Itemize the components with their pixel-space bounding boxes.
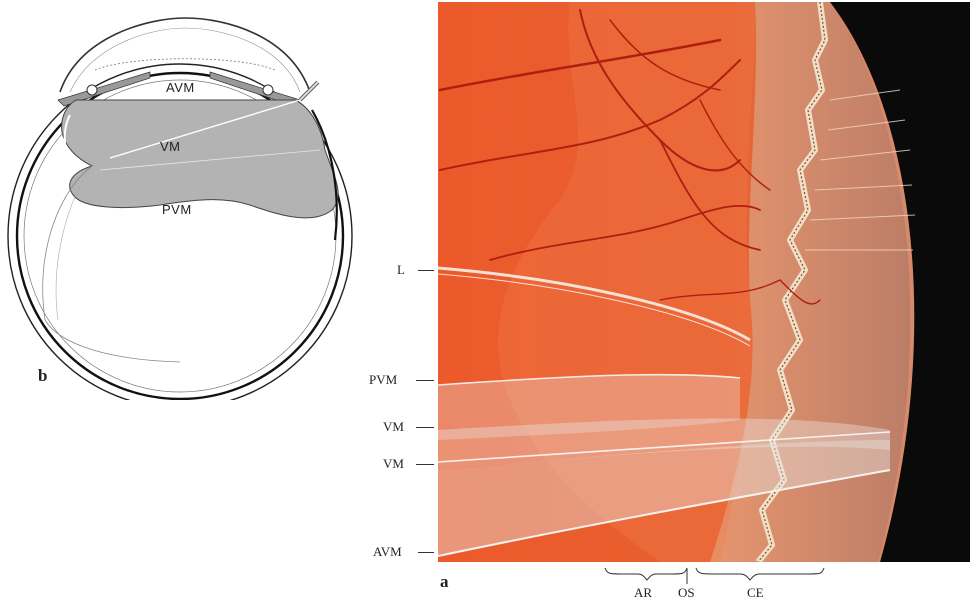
tick-pvm	[416, 380, 434, 381]
label-ar: AR	[634, 585, 652, 601]
eye-cross-section-diagram	[0, 0, 360, 400]
label-vm-a-2: VM	[383, 456, 404, 472]
label-pvm-a: PVM	[369, 372, 397, 388]
label-avm-a: AVM	[373, 544, 402, 560]
bottom-brackets	[360, 564, 970, 604]
tick-vm-2	[416, 464, 434, 465]
bracket-ar	[605, 568, 687, 580]
fundus-illustration	[360, 0, 970, 604]
panel-letter-b: b	[38, 366, 47, 386]
label-avm-b: AVM	[166, 80, 195, 95]
label-vm-a-1: VM	[383, 419, 404, 435]
eye-cross-section-panel: AVM VM PVM b	[0, 0, 360, 400]
fundus-illustration-panel: L PVM VM VM AVM a AR OS CE	[360, 0, 970, 604]
tick-l	[418, 270, 434, 271]
bracket-ce	[696, 568, 824, 580]
label-l: L	[397, 262, 405, 278]
label-ce: CE	[747, 585, 764, 601]
label-os: OS	[678, 585, 695, 601]
tick-vm-1	[416, 427, 434, 428]
label-pvm-b: PVM	[162, 202, 192, 217]
vitreous-gray-mass	[62, 100, 339, 218]
label-vm-b: VM	[160, 139, 181, 154]
tick-avm	[418, 552, 434, 553]
